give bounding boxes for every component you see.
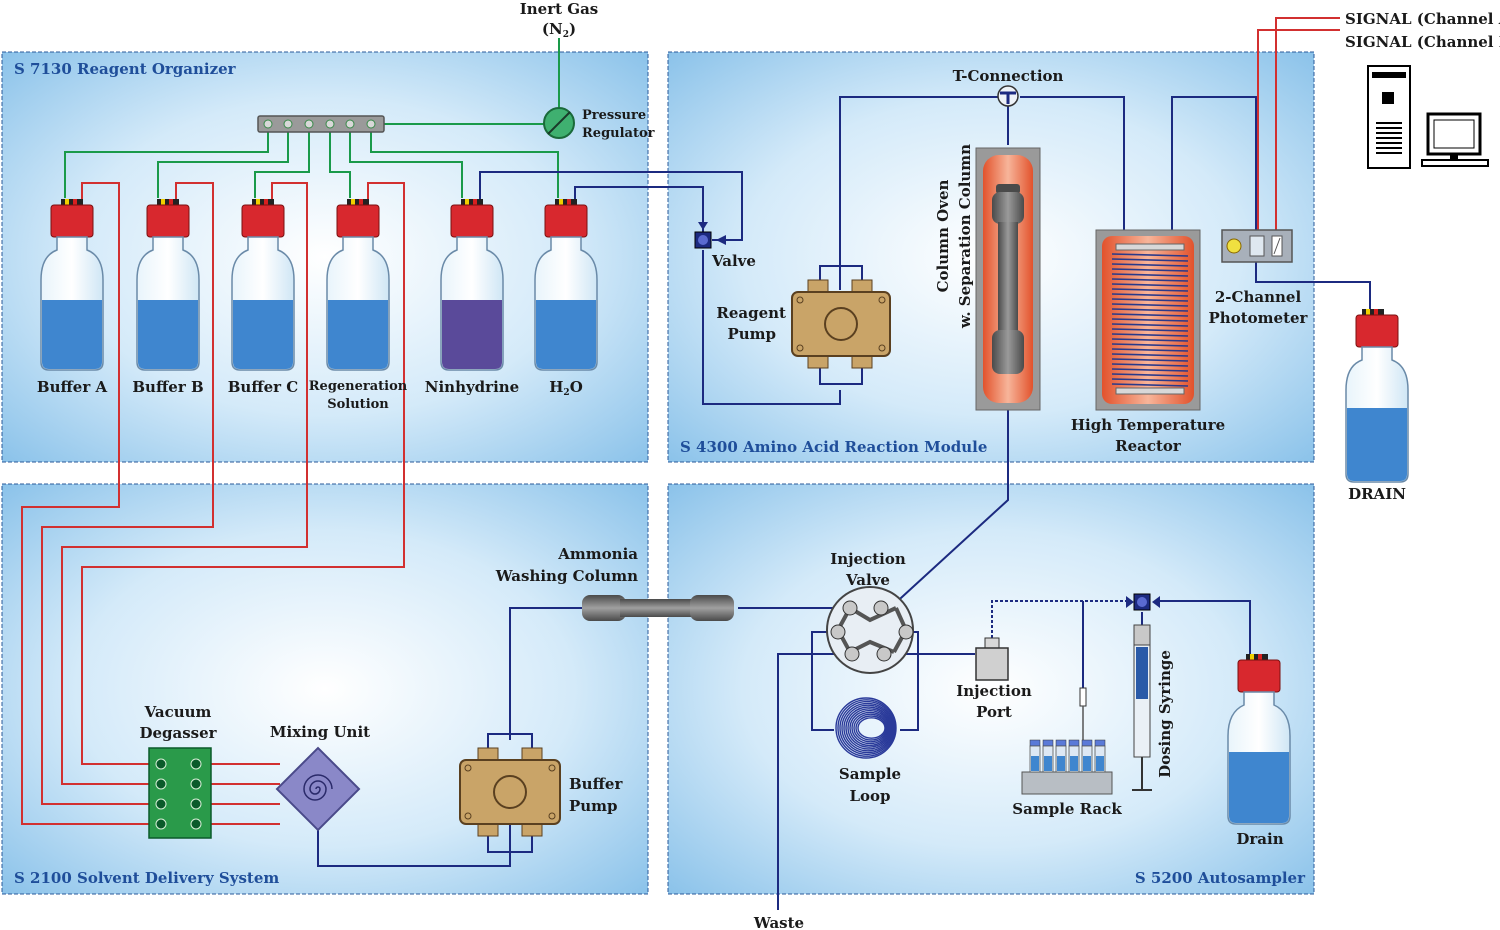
dosing-syringe: Dosing Syringe (1126, 593, 1174, 791)
bottle-label-5: Ninhydrine (425, 378, 519, 396)
sample-rack: Sample Rack (1012, 687, 1122, 818)
signal-outputs: SIGNAL (Channel A) SIGNAL (Channel B) (1345, 10, 1500, 51)
bottle-6: H2O (534, 199, 598, 398)
photometer: 2-Channel Photometer (1209, 229, 1309, 327)
buffer-pump-label-2: Pump (569, 797, 618, 815)
module-autosampler: S 5200 Autosampler (667, 483, 1315, 895)
eluent-lines (21, 17, 1340, 825)
pressure-regulator-label-1: Pressure (582, 108, 646, 123)
ammonia-column-label-2: Washing Column (495, 567, 638, 585)
waste-label: Waste (753, 914, 804, 930)
reagent-pump-label-1: Reagent (716, 304, 786, 322)
photometer-label-2: Photometer (1209, 309, 1309, 327)
high-temperature-reactor: High Temperature Reactor (1071, 229, 1225, 455)
pressure-regulator: Pressure Regulator (543, 107, 655, 141)
module-title-solvent-delivery: S 2100 Solvent Delivery System (14, 869, 279, 887)
bottle-2: Buffer B (132, 199, 204, 396)
injection-valve: Injection Valve (826, 550, 914, 674)
module-solvent-delivery: S 2100 Solvent Delivery System (1, 483, 649, 895)
bottle-label-6: H2O (549, 378, 583, 398)
bottle-label-4-line2: Solution (327, 397, 389, 412)
valve: Valve (694, 222, 756, 270)
sample-loop-label-1: Sample (839, 765, 901, 783)
pressure-regulator-label-2: Regulator (582, 126, 655, 141)
mixing-unit-label: Mixing Unit (270, 723, 370, 741)
injection-port: Injection Port (956, 637, 1032, 721)
ammonia-washing-column: Ammonia Washing Column (495, 545, 734, 621)
module-title-reagent-organizer: S 7130 Reagent Organizer (14, 60, 237, 78)
computer-icon (1367, 65, 1489, 169)
bottle-label-4: Regeneration (309, 379, 408, 394)
valve-label: Valve (711, 252, 756, 270)
injection-valve-label-1: Injection (830, 550, 906, 568)
bottle-label-1: Buffer A (37, 378, 108, 396)
ammonia-column-label-1: Ammonia (557, 545, 638, 563)
injection-port-label-2: Port (976, 703, 1012, 721)
inert-gas-formula: (N2) (542, 20, 576, 40)
reagent-pump-label-2: Pump (727, 325, 776, 343)
drain-bottom-label: Drain (1236, 830, 1283, 848)
bottle-5: Ninhydrine (425, 199, 519, 396)
vacuum-degasser-label-2: Degasser (139, 724, 217, 742)
reagent-bottles: Buffer A Buffer B Buffer C RegenerationSolu… (37, 199, 598, 412)
vacuum-degasser-label-1: Vacuum (144, 703, 212, 721)
column-oven-label-1: Column Oven (934, 180, 952, 293)
mixing-unit: Mixing Unit (270, 723, 370, 832)
t-connection: T-Connection (953, 67, 1064, 107)
column-oven-label-2: w. Separation Column (956, 144, 974, 329)
reactor-label-1: High Temperature (1071, 416, 1225, 434)
sample-rack-label: Sample Rack (1012, 800, 1122, 818)
bottle-1: Buffer A (37, 199, 108, 396)
gas-manifold (257, 115, 385, 133)
signal-channel-b: SIGNAL (Channel B) (1345, 33, 1500, 51)
t-connection-label: T-Connection (953, 67, 1064, 85)
inert-gas-label: Inert Gas (520, 0, 599, 18)
signal-channel-a: SIGNAL (Channel A) (1345, 10, 1500, 28)
photometer-label-1: 2-Channel (1215, 288, 1302, 306)
drain-bottle-bottom: Drain (1227, 654, 1291, 848)
drain-bottle-top: DRAIN (1345, 309, 1409, 503)
gas-lines (64, 38, 560, 198)
vacuum-degasser: Vacuum Degasser (139, 703, 218, 839)
module-title-autosampler: S 5200 Autosampler (1135, 869, 1306, 887)
buffer-pump-label-1: Buffer (569, 775, 623, 793)
buffer-pump: Buffer Pump (459, 733, 623, 853)
dosing-syringe-label: Dosing Syringe (1156, 650, 1174, 778)
bottle-label-2: Buffer B (132, 378, 203, 396)
sample-loop: Sample Loop (835, 697, 901, 805)
sample-loop-label-2: Loop (849, 787, 890, 805)
bottle-label-3: Buffer C (228, 378, 299, 396)
injection-port-label-1: Injection (956, 682, 1032, 700)
inert-gas-source: Inert Gas (N2) (520, 0, 599, 40)
drain-top-label: DRAIN (1348, 485, 1406, 503)
reactor-label-2: Reactor (1115, 437, 1182, 455)
reagent-pump: Reagent Pump (716, 265, 891, 385)
bottle-3: Buffer C (228, 199, 299, 396)
injection-valve-label-2: Valve (845, 571, 890, 589)
column-oven: Column Oven w. Separation Column (934, 144, 1041, 411)
module-title-reaction-module: S 4300 Amino Acid Reaction Module (680, 438, 987, 456)
